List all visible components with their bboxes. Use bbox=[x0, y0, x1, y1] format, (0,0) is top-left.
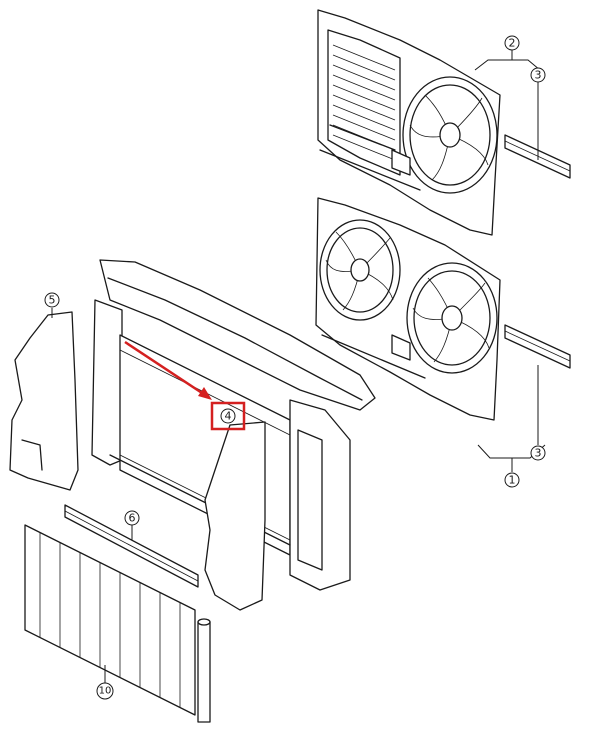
callout-3-top: 3 bbox=[530, 67, 546, 83]
svg-text:4: 4 bbox=[225, 410, 232, 423]
svg-text:1: 1 bbox=[509, 474, 516, 487]
svg-text:6: 6 bbox=[129, 512, 136, 525]
svg-text:3: 3 bbox=[535, 447, 542, 460]
condenser-fins bbox=[39, 533, 181, 708]
callout-5: 5 bbox=[44, 292, 60, 308]
svg-text:3: 3 bbox=[535, 69, 542, 82]
fan-shroud-dual bbox=[315, 197, 501, 421]
fan-blades-left bbox=[325, 231, 394, 311]
fan-shroud-top bbox=[317, 9, 501, 236]
callout-6: 6 bbox=[124, 510, 140, 526]
air-guide-right bbox=[204, 421, 266, 611]
callout-4: 4 bbox=[220, 408, 236, 424]
seal-strip-6 bbox=[64, 504, 199, 588]
highlight-box bbox=[210, 401, 246, 431]
svg-text:2: 2 bbox=[509, 37, 516, 50]
fan-blades-top bbox=[409, 94, 489, 181]
condenser bbox=[24, 524, 211, 723]
callout-2: 2 bbox=[504, 35, 520, 51]
highlight-arrow bbox=[124, 340, 212, 400]
seal-strip-bottom bbox=[504, 324, 571, 369]
svg-text:10: 10 bbox=[99, 686, 112, 697]
callout-10: 10 bbox=[96, 682, 114, 700]
fan-blades-right bbox=[412, 277, 490, 363]
callout-1: 1 bbox=[504, 472, 520, 488]
svg-text:5: 5 bbox=[49, 294, 56, 307]
callout-3-bottom: 3 bbox=[530, 445, 546, 461]
air-guide-left bbox=[9, 311, 79, 491]
